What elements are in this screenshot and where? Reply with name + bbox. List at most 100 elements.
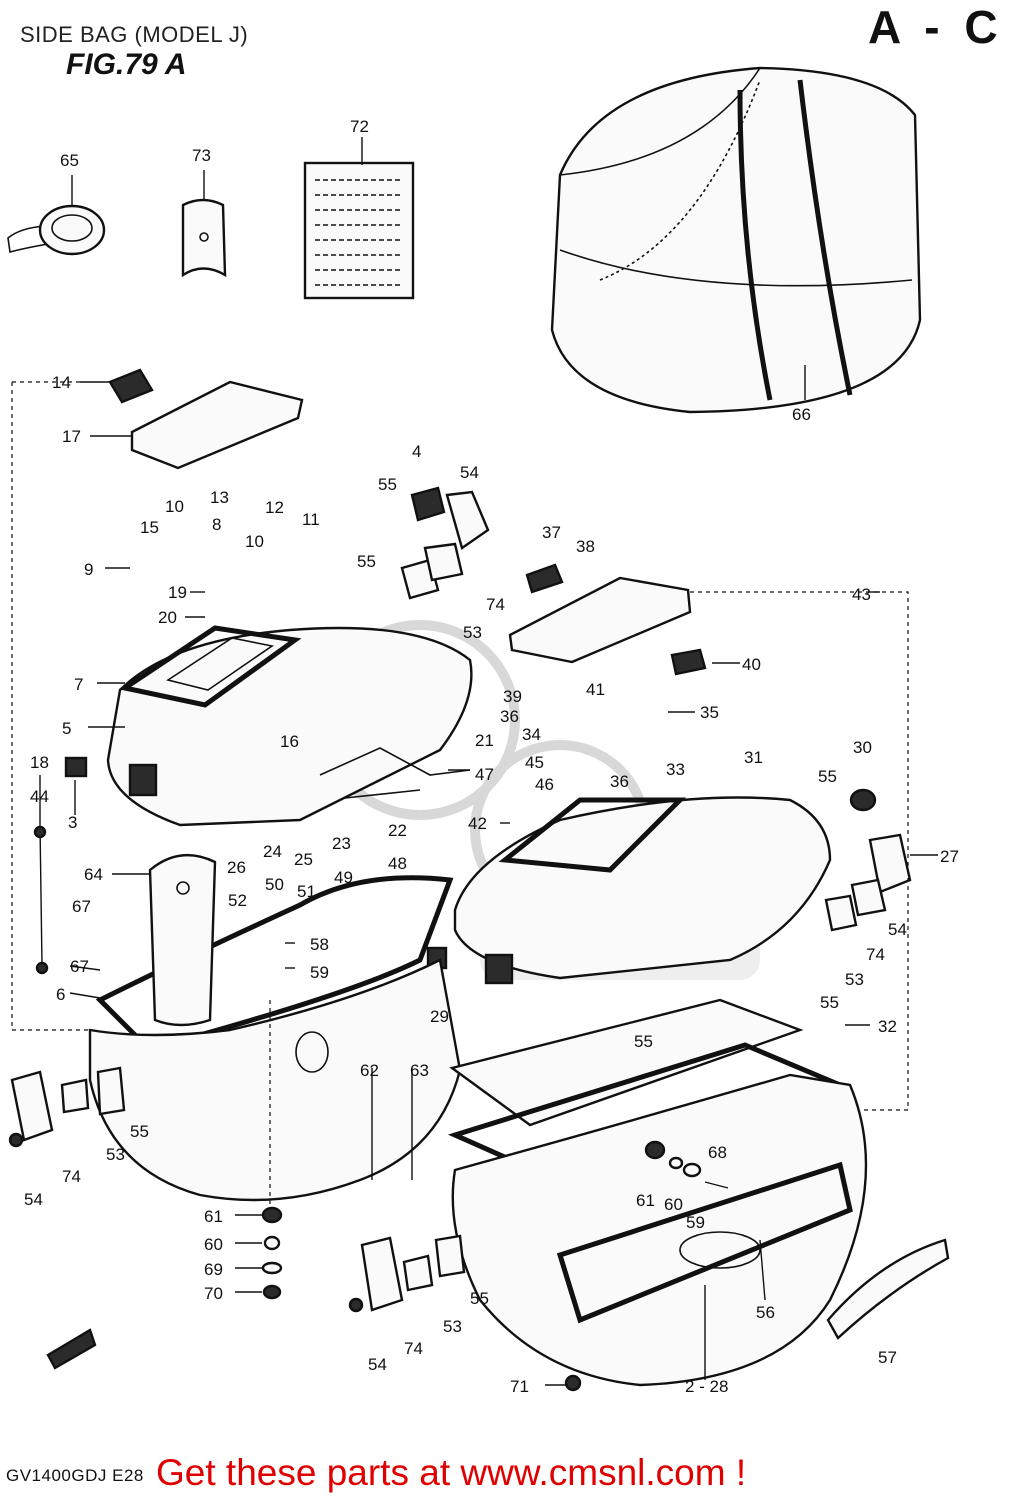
part-73-clip — [181, 198, 227, 278]
label-74d: 74 — [404, 1339, 423, 1358]
label-15: 15 — [140, 518, 159, 537]
label-4: 4 — [412, 442, 421, 461]
label-25: 25 — [294, 850, 313, 869]
label-67a: 67 — [72, 897, 91, 916]
label-60a: 60 — [204, 1235, 223, 1254]
label-53c: 53 — [106, 1145, 125, 1164]
label-71: 71 — [510, 1377, 529, 1396]
part-53-plate-r — [824, 894, 858, 932]
label-73: 73 — [192, 146, 211, 165]
label-35: 35 — [700, 703, 719, 722]
label-14: 14 — [52, 373, 71, 392]
part-6-left-case — [88, 875, 462, 1202]
part-44-rod — [39, 824, 43, 966]
part-63-board — [449, 998, 804, 1127]
label-55d: 55 — [820, 993, 839, 1012]
part-54-lock — [445, 490, 490, 550]
label-41: 41 — [586, 680, 605, 699]
label-33: 33 — [666, 760, 685, 779]
label-8: 8 — [212, 515, 221, 534]
part-72-label — [303, 161, 415, 300]
label-40: 40 — [742, 655, 761, 674]
label-72: 72 — [350, 117, 369, 136]
part-number-labels: 65 73 72 66 14 17 13 12 11 15 10 8 10 9 … — [24, 117, 959, 1396]
label-70: 70 — [204, 1284, 223, 1303]
label-54d: 54 — [368, 1355, 387, 1374]
label-54b: 54 — [888, 920, 907, 939]
label-56: 56 — [756, 1303, 775, 1322]
label-16: 16 — [280, 732, 299, 751]
label-74c: 74 — [62, 1167, 81, 1186]
label-48: 48 — [388, 854, 407, 873]
label-6: 6 — [56, 985, 65, 1004]
part-57-emblem — [826, 1238, 950, 1340]
label-20: 20 — [158, 608, 177, 627]
label-21: 21 — [475, 731, 494, 750]
page-title: SIDE BAG (MODEL J) — [20, 22, 249, 47]
label-10b: 10 — [245, 532, 264, 551]
label-53b: 53 — [845, 970, 864, 989]
label-60b: 60 — [664, 1195, 683, 1214]
label-46: 46 — [535, 775, 554, 794]
label-42: 42 — [468, 814, 487, 833]
label-7: 7 — [74, 675, 83, 694]
label-55b: 55 — [357, 552, 376, 571]
label-54c: 54 — [24, 1190, 43, 1209]
forward-arrow — [46, 1328, 97, 1370]
label-2-28: 2 - 28 — [685, 1377, 728, 1396]
label-51: 51 — [297, 882, 316, 901]
label-53d: 53 — [443, 1317, 462, 1336]
part-27-lock — [868, 833, 912, 894]
label-44: 44 — [30, 787, 49, 806]
label-65: 65 — [60, 151, 79, 170]
label-63: 63 — [410, 1061, 429, 1080]
grommet-stack — [261, 1206, 283, 1300]
label-61b: 61 — [636, 1191, 655, 1210]
label-54a: 54 — [460, 463, 479, 482]
label-55a: 55 — [378, 475, 397, 494]
label-74b: 74 — [866, 945, 885, 964]
label-55g: 55 — [470, 1289, 489, 1308]
label-62: 62 — [360, 1061, 379, 1080]
label-30: 30 — [853, 738, 872, 757]
part-31-right-lid — [453, 796, 832, 980]
label-9: 9 — [84, 560, 93, 579]
label-47: 47 — [475, 765, 494, 784]
part-18-cap — [64, 756, 88, 778]
part-37-hinge — [525, 563, 564, 594]
label-59a: 59 — [310, 963, 329, 982]
label-68: 68 — [708, 1143, 727, 1162]
corner-mark: A - C — [868, 1, 1004, 53]
part-lock-left — [128, 763, 158, 797]
grommet-set-right — [644, 1140, 729, 1189]
part-lock-right — [484, 953, 514, 985]
label-32: 32 — [878, 1017, 897, 1036]
label-39: 39 — [503, 687, 522, 706]
label-36b: 36 — [610, 772, 629, 791]
part-5-left-lid — [106, 625, 473, 827]
part-74-gasket — [423, 542, 464, 582]
label-27: 27 — [940, 847, 959, 866]
label-50: 50 — [265, 875, 284, 894]
label-19: 19 — [168, 583, 187, 602]
label-22: 22 — [388, 821, 407, 840]
label-67b: 67 — [70, 957, 89, 976]
label-13: 13 — [210, 488, 229, 507]
label-38: 38 — [576, 537, 595, 556]
part-4-latch — [410, 486, 446, 522]
label-26: 26 — [227, 858, 246, 877]
part-65-reflector — [7, 204, 106, 256]
label-31: 31 — [744, 748, 763, 767]
label-3: 3 — [68, 813, 77, 832]
label-45: 45 — [525, 753, 544, 772]
label-57: 57 — [878, 1348, 897, 1367]
part-43-lid-cover — [508, 576, 692, 664]
label-55e: 55 — [634, 1032, 653, 1051]
label-18: 18 — [30, 753, 49, 772]
part-64-pouch — [148, 853, 217, 1027]
parts-link[interactable]: Get these parts at www.cmsnl.com ! — [156, 1452, 747, 1493]
label-10a: 10 — [165, 497, 184, 516]
label-11: 11 — [302, 510, 320, 529]
lock-set-left — [8, 1066, 126, 1148]
figure-label: FIG.79 A — [66, 48, 187, 81]
